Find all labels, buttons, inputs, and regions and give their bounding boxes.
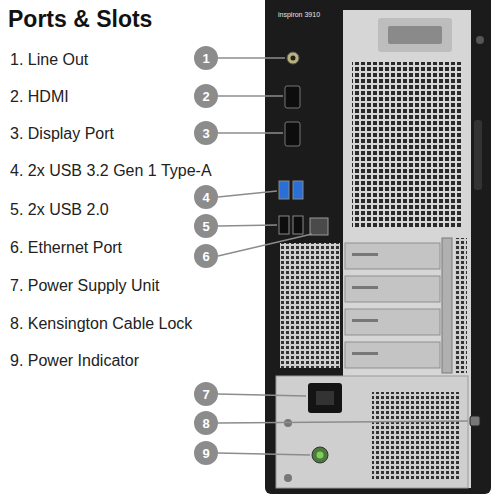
- callout-number-text: 2: [202, 90, 209, 103]
- callout-number: 7: [194, 382, 218, 406]
- callout-number: 1: [194, 46, 218, 70]
- screw: [476, 36, 484, 44]
- port-list-item: 4. 2x USB 3.2 Gen 1 Type-A: [10, 162, 212, 180]
- callout-number: 5: [194, 214, 218, 238]
- port-list-item: 3. Display Port: [10, 125, 114, 143]
- model-name: inspiron 3910: [278, 11, 320, 18]
- callout-number: 2: [194, 84, 218, 108]
- port-list-item: 6. Ethernet Port: [10, 239, 122, 257]
- callout-number: 3: [194, 121, 218, 145]
- port-list-item: 2. HDMI: [10, 88, 69, 106]
- callout-number: 6: [194, 244, 218, 268]
- handle-hole: [388, 26, 442, 44]
- callout-number-text: 6: [202, 250, 209, 263]
- port-list-item: 7. Power Supply Unit: [10, 277, 159, 295]
- callout-number-text: 8: [202, 417, 209, 430]
- callout-number-text: 5: [202, 220, 209, 233]
- callout-number-text: 7: [202, 388, 209, 401]
- port-list-item: 9. Power Indicator: [10, 352, 139, 370]
- callout-number: 8: [194, 411, 218, 435]
- leader-lines: [218, 58, 468, 455]
- callout-number-text: 4: [202, 191, 209, 204]
- io-ports: [279, 52, 328, 235]
- port-list-item: 8. Kensington Cable Lock: [10, 315, 192, 333]
- vent-grille: [352, 62, 462, 227]
- power-supply: [276, 376, 480, 488]
- port-list-item: 5. 2x USB 2.0: [10, 201, 109, 219]
- handle: [378, 18, 452, 52]
- callout-number-text: 1: [202, 52, 209, 65]
- callout-number-text: 3: [202, 127, 209, 140]
- tower-body: [265, 0, 491, 494]
- page-title: Ports & Slots: [8, 6, 152, 33]
- expansion-slots: [280, 238, 467, 373]
- side-latch: [474, 120, 482, 190]
- callout-number: 9: [194, 441, 218, 465]
- callout-number: 4: [194, 185, 218, 209]
- callout-number-text: 9: [202, 447, 209, 460]
- port-list-item: 1. Line Out: [10, 51, 88, 69]
